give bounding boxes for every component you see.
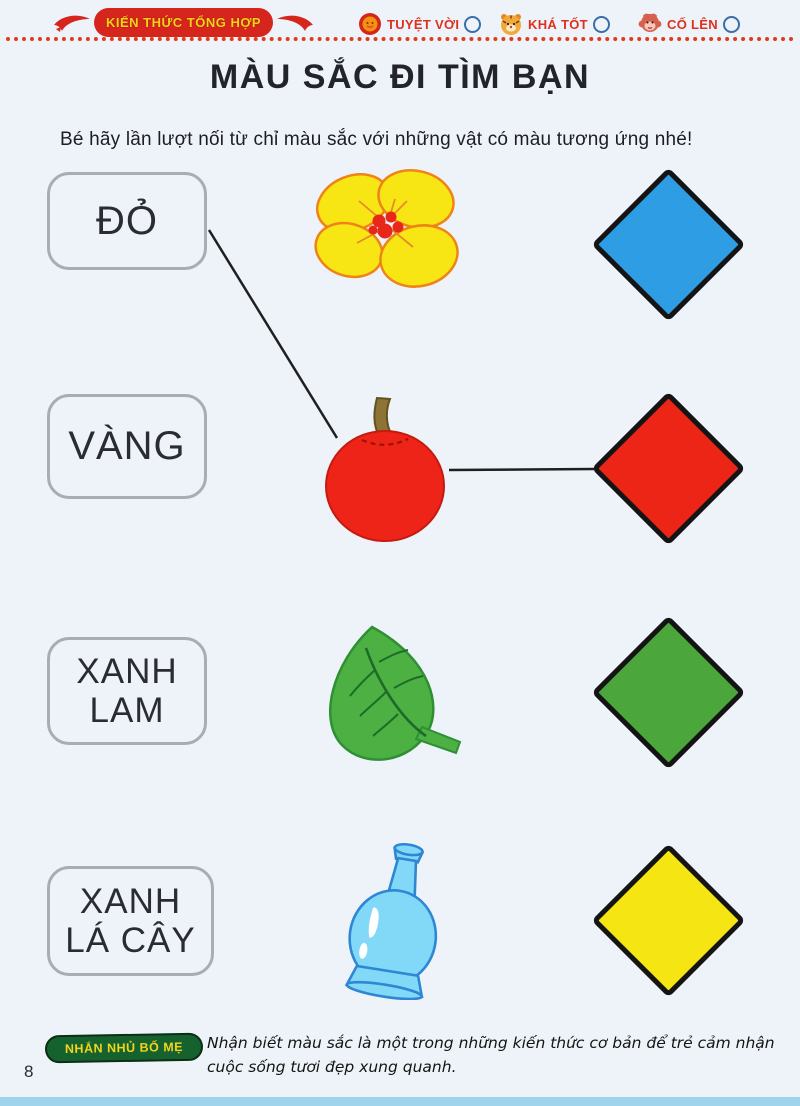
diamond-red[interactable] [591,391,746,546]
word-box-xanh-lam[interactable]: XANH LAM [47,637,207,745]
word-label: LAM [89,691,165,730]
word-label: VÀNG [68,424,186,469]
parent-note-text: Nhận biết màu sắc là một trong những kiế… [207,1034,775,1077]
red-apple-image[interactable] [310,392,460,544]
rating-kha-tot: KHÁ TỐT [499,12,610,36]
rating-label: KHÁ TỐT [528,16,588,32]
page-title: MÀU SẮC ĐI TÌM BẠN [209,58,591,96]
blue-vase-image[interactable] [338,834,460,1000]
word-label: LÁ CÂY [65,921,196,960]
banner-swoosh-left-icon [54,15,90,32]
header-dotted-divider [6,37,794,41]
rating-tuyet-voi: TUYỆT VỜI [358,12,482,36]
word-label: XANH [76,651,178,691]
parent-note-badge: NHẮN NHỦ BỐ MẸ [44,1032,204,1064]
rating-checkbox[interactable] [722,15,740,33]
monkey-icon [638,13,662,32]
instruction-text: Bé hãy lần lượt nối từ chỉ màu sắc với n… [60,129,693,150]
yellow-flower-image[interactable] [303,163,469,289]
lion-sun-icon [359,13,381,35]
word-box-do[interactable]: ĐỎ [47,172,207,270]
bottom-bar [0,1097,800,1106]
word-box-vang[interactable]: VÀNG [47,394,207,499]
diamond-shape [591,167,746,322]
connection-line-apple-to-red-diamond [448,467,595,472]
word-box-xanh-la-cay[interactable]: XANH LÁ CÂY [47,866,214,976]
diamond-shape [591,615,746,770]
green-leaf-image[interactable] [312,622,468,772]
page-number: 8 [24,1062,34,1081]
tiger-icon [501,14,521,35]
word-label: XANH [79,881,182,921]
word-label: ĐỎ [96,198,158,243]
rating-label: TUYỆT VỜI [387,16,460,32]
rating-checkbox[interactable] [464,15,482,33]
diamond-shape [591,843,746,998]
rating-label: CỐ LÊN [667,16,718,32]
series-banner: KIẾN THỨC TỔNG HỢP [52,5,315,39]
banner-swoosh-right-icon [277,15,314,31]
diamond-blue[interactable] [591,167,746,322]
diamond-green[interactable] [591,615,746,770]
diamond-yellow[interactable] [591,843,746,998]
rating-checkbox[interactable] [592,15,610,33]
diamond-shape [591,391,746,546]
rating-co-len: CỐ LÊN [638,12,740,36]
banner-label: KIẾN THỨC TỔNG HỢP [94,7,274,37]
